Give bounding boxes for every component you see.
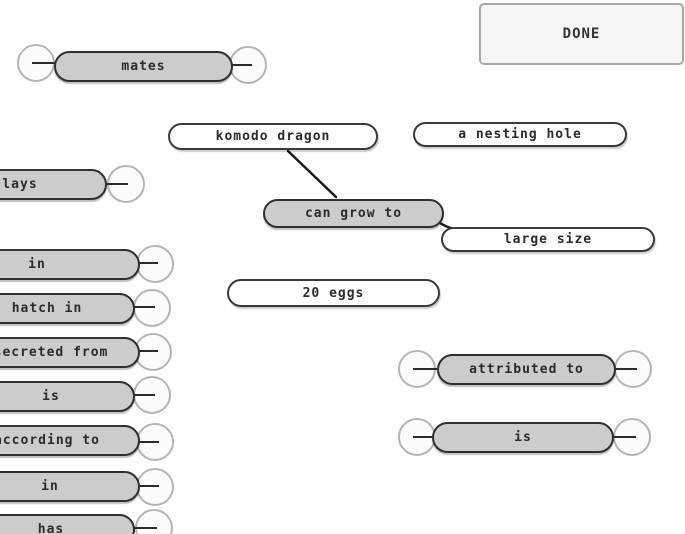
connector-stub: [132, 262, 158, 264]
relation-pill-mates[interactable]: mates: [54, 51, 233, 82]
relation-pill-in-1[interactable]: in: [0, 249, 140, 280]
connector-stub: [128, 527, 157, 529]
relation-pill-is-1[interactable]: is: [0, 381, 135, 412]
done-button[interactable]: DONE: [479, 3, 684, 65]
concept-pill-komodo-dragon[interactable]: komodo dragon: [168, 123, 378, 150]
connector-stub: [610, 436, 636, 438]
connector-stub: [413, 436, 436, 438]
relation-pill-in-2[interactable]: in: [0, 471, 140, 502]
concept-pill-large-size[interactable]: large size: [441, 227, 655, 252]
concept-pill-20-eggs[interactable]: 20 eggs: [227, 279, 440, 307]
relation-pill-lays[interactable]: lays: [0, 169, 107, 200]
relation-pill-according-to[interactable]: according to: [0, 425, 140, 456]
relation-pill-has[interactable]: has: [0, 514, 135, 534]
connector-stub: [133, 441, 159, 443]
connector-stub: [229, 64, 252, 66]
connection-handle[interactable]: [135, 509, 173, 534]
connector-komodo-to-cangrow: [286, 149, 338, 199]
connection-handle[interactable]: [134, 333, 172, 371]
relation-pill-can-grow-to[interactable]: can grow to: [263, 199, 444, 228]
connector-stub: [128, 306, 155, 308]
connector-stub: [128, 394, 155, 396]
connector-stub: [32, 62, 58, 64]
connector-stub: [133, 350, 158, 352]
relation-pill-secreted-from[interactable]: secreted from: [0, 337, 140, 368]
connector-stub: [133, 485, 159, 487]
connector-stub: [612, 368, 637, 370]
connection-handle[interactable]: [136, 468, 174, 506]
connector-stub: [100, 183, 128, 185]
relation-pill-is-2[interactable]: is: [432, 422, 614, 453]
relation-pill-attributed-to[interactable]: attributed to: [437, 354, 616, 385]
concept-pill-a-nesting-hole[interactable]: a nesting hole: [413, 122, 627, 147]
connection-handle[interactable]: [133, 289, 171, 327]
connector-stub: [413, 368, 441, 370]
connection-handle[interactable]: [136, 245, 174, 283]
relation-pill-hatch-in[interactable]: hatch in: [0, 293, 135, 324]
